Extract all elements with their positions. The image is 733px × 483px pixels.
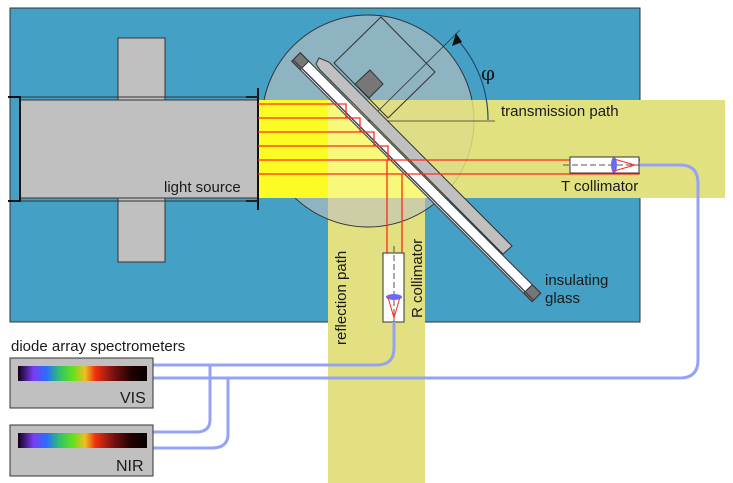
vis-spectrometer: VIS [9, 357, 154, 409]
vis-label: VIS [120, 390, 146, 407]
reflection-path-band [328, 198, 425, 483]
glass-label: glass [545, 290, 580, 307]
vis-spectrum-bar [18, 366, 147, 381]
rotation-axis-line [367, 29, 461, 122]
insulating-label: insulating [545, 272, 608, 289]
phi-label: φ [481, 61, 495, 85]
nir-spectrometer: NIR [9, 424, 154, 477]
t-collimator [563, 156, 640, 174]
nir-spectrum-bar [18, 433, 147, 448]
optical-fibers [153, 163, 700, 450]
angle-arc [455, 37, 489, 121]
sample-holder [333, 16, 436, 119]
t-collimator-label: T collimator [561, 178, 638, 195]
reflection-path-label: reflection path [333, 251, 350, 345]
support-plate [315, 57, 513, 255]
holder-mount [354, 69, 384, 99]
angle-arrowhead-icon [452, 33, 462, 46]
transmission-path-label: transmission path [501, 103, 619, 120]
r-collimator-label: R collimator [409, 239, 426, 318]
r-collimator [382, 246, 405, 323]
insulating-glass [291, 52, 542, 303]
light-source-label: light source [164, 179, 241, 196]
light-source [19, 99, 259, 199]
nir-label: NIR [116, 458, 144, 475]
spectrometers-label: diode array spectrometers [11, 338, 185, 355]
